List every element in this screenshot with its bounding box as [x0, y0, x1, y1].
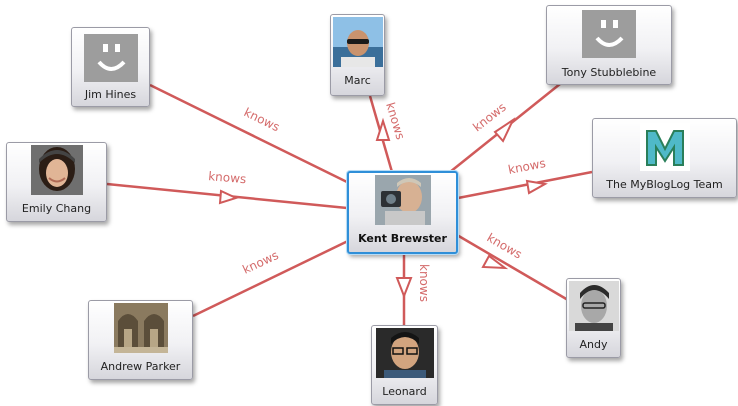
arrow-leonard: [395, 277, 413, 299]
avatar-photo: [30, 145, 83, 195]
edge-myblog-team: [457, 170, 593, 200]
node-leonard[interactable]: Leonard: [371, 325, 438, 405]
node-tony-stubblebine[interactable]: Tony Stubblebine: [546, 5, 672, 85]
edge-label-emily-chang: knows: [208, 169, 247, 186]
mybloglog-logo: [639, 123, 690, 171]
node-label: Marc: [344, 74, 371, 87]
avatar-photo: [374, 175, 431, 225]
arrow-myblog-team: [525, 179, 548, 195]
node-myblog-team[interactable]: The MyBlogLog Team: [592, 118, 737, 198]
node-label: Emily Chang: [21, 202, 92, 215]
arrow-marc: [375, 117, 391, 141]
edge-label-andrew-parker: knows: [240, 248, 280, 277]
node-label: The MyBlogLog Team: [606, 178, 723, 191]
edge-andrew-parker: [192, 238, 351, 318]
smiley-icon: [582, 10, 636, 58]
node-marc[interactable]: Marc: [330, 14, 385, 96]
edge-andy: [456, 233, 569, 302]
node-label: Kent Brewster: [358, 232, 447, 245]
edge-label-jim-hines: knows: [242, 105, 282, 134]
node-jim-hines[interactable]: Jim Hines: [71, 27, 150, 107]
node-andy[interactable]: Andy: [566, 278, 621, 358]
avatar-photo: [568, 281, 619, 331]
edge-label-leonard: knows: [417, 264, 431, 302]
node-label: Andrew Parker: [100, 360, 181, 373]
arrow-andy: [481, 254, 509, 270]
avatar-photo: [113, 303, 168, 353]
node-emily-chang[interactable]: Emily Chang: [6, 142, 107, 222]
node-label: Andy: [579, 338, 608, 351]
smiley-icon: [83, 34, 138, 82]
edge-label-myblog-team: knows: [507, 156, 547, 177]
edge-jim-hines: [149, 83, 348, 184]
node-label: Leonard: [382, 385, 427, 398]
avatar-photo: [332, 17, 383, 67]
node-andrew-parker[interactable]: Andrew Parker: [88, 300, 193, 380]
arrow-emily-chang: [218, 189, 239, 205]
node-label: Jim Hines: [84, 88, 137, 101]
arrow-tony-stubblebine: [493, 117, 516, 143]
node-label: Tony Stubblebine: [561, 66, 657, 79]
avatar-photo: [375, 328, 434, 378]
node-kent-brewster[interactable]: Kent Brewster: [347, 171, 458, 254]
